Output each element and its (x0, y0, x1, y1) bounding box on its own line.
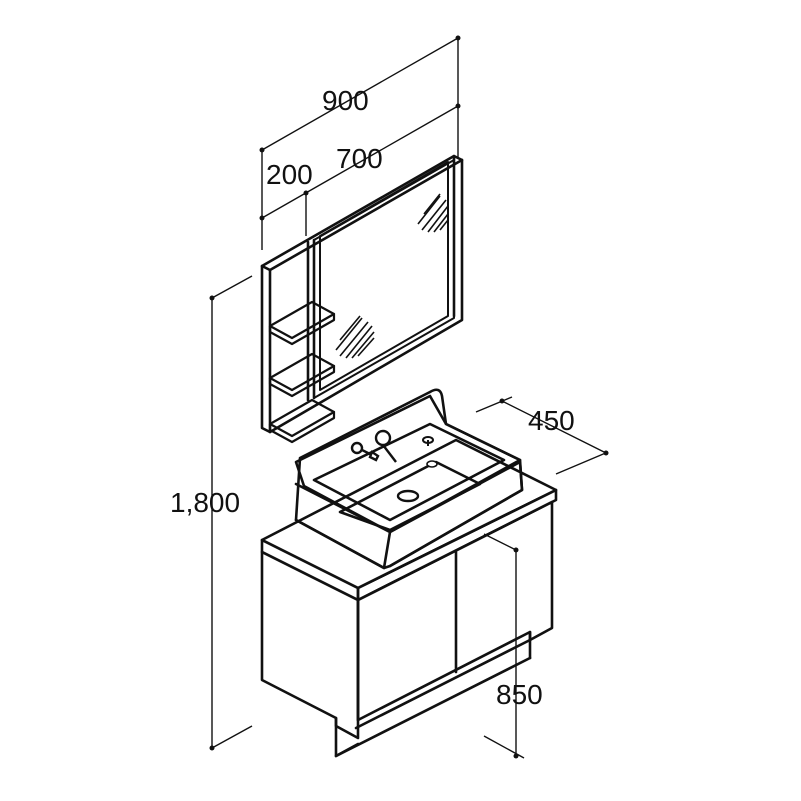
popup-knob-icon (422, 436, 434, 446)
dim-200-tick-mid (303, 190, 309, 196)
countertop-top (260, 438, 558, 590)
dim-700-tick-right (455, 103, 461, 109)
dim-850-tick-bottom (513, 753, 519, 759)
side-shelves (268, 300, 336, 444)
drain-icon (396, 489, 420, 503)
dim-1800-label: 1,800 (170, 487, 240, 518)
dimension-lines (209, 35, 609, 759)
dim-850-label: 850 (496, 679, 543, 710)
sink-front-lip (294, 482, 392, 570)
sink-bowl (294, 388, 524, 570)
dim-900-tick-right (455, 35, 461, 41)
shelf-bottom-edge (268, 410, 336, 444)
dim-1800-tick-top (209, 295, 215, 301)
countertop-side (356, 488, 558, 602)
dim-700-line (261, 105, 459, 219)
dim-1800-ext-top (211, 275, 253, 299)
countertop-front (260, 538, 360, 602)
dim-1800-ext-bottom (211, 725, 253, 749)
sink-right-lip (388, 460, 524, 568)
dim-450-tick-right (603, 450, 609, 456)
dim-450-ext-left (475, 396, 513, 413)
faucet-icon (350, 429, 397, 463)
dim-200-tick-left (259, 215, 265, 221)
dim-450-label: 450 (528, 405, 575, 436)
dim-450-tick-left (499, 398, 505, 404)
dim-900-tick-left (259, 147, 265, 153)
vanity-cabinet (260, 438, 558, 758)
sink-basin (312, 422, 506, 522)
dim-850-tick-top (513, 547, 519, 553)
sink-rim (294, 394, 522, 534)
mirror-cabinet (260, 154, 464, 434)
dim-700-label: 700 (336, 143, 383, 174)
mirror-reflections (335, 193, 449, 359)
shelf-middle-edge (268, 364, 336, 398)
overflow-icon (426, 460, 438, 468)
shelf-top-edge (268, 312, 336, 346)
dim-1800-tick-bottom (209, 745, 215, 751)
dim-450-ext-right (555, 451, 609, 475)
dim-850-ext-top (483, 533, 517, 551)
dim-200-label: 200 (266, 159, 313, 190)
plinth-bottom (334, 656, 532, 758)
dim-900-label: 900 (322, 85, 369, 116)
dim-900-line (261, 37, 459, 151)
dim-450-line (501, 400, 607, 454)
